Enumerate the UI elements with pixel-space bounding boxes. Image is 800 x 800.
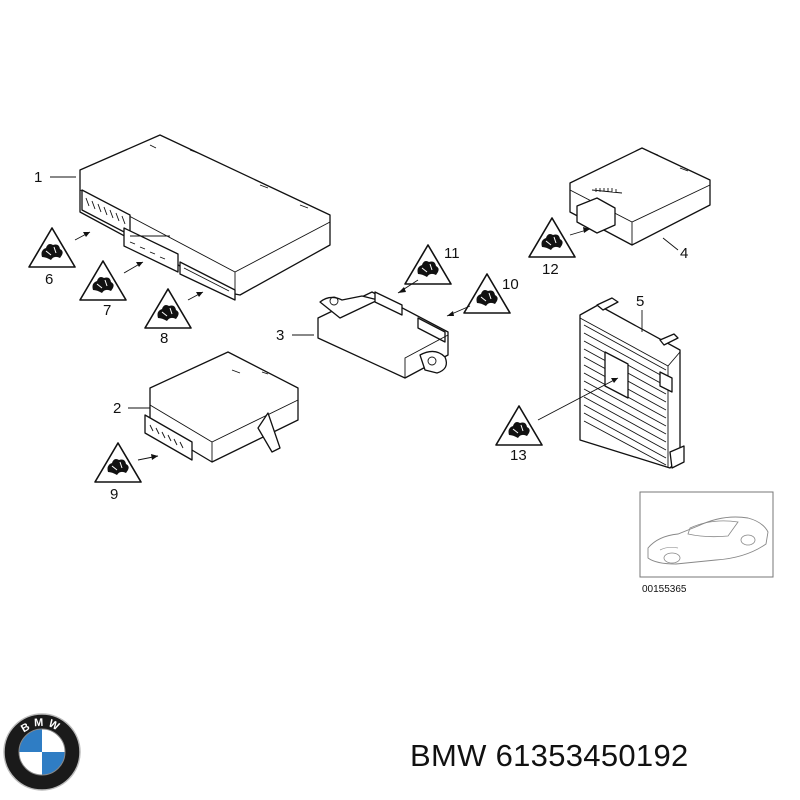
leader-4 xyxy=(662,237,679,251)
warning-icon-6 xyxy=(28,227,76,268)
warning-icon-9 xyxy=(94,442,142,483)
callout-12: 12 xyxy=(542,261,559,278)
callout-6: 6 xyxy=(45,271,53,288)
warning-icon-7 xyxy=(79,260,127,301)
bmw-logo: BMW xyxy=(3,713,81,791)
inset-reference-number: 00155365 xyxy=(642,584,687,595)
callout-8: 8 xyxy=(160,330,168,347)
callout-9: 9 xyxy=(110,486,118,503)
callout-10: 10 xyxy=(502,276,519,293)
warning-icon-12 xyxy=(528,217,576,258)
leader-13 xyxy=(537,377,619,421)
vehicle-inset xyxy=(639,491,774,578)
part-2-module xyxy=(144,351,299,463)
callout-7: 7 xyxy=(103,302,111,319)
warning-icon-13 xyxy=(495,405,543,446)
part-3-module xyxy=(317,291,449,379)
part-caption: BMW 61353450192 xyxy=(410,738,689,774)
part-1-control-module xyxy=(79,134,331,301)
callout-5: 5 xyxy=(636,293,644,310)
callout-13: 13 xyxy=(510,447,527,464)
callout-11: 11 xyxy=(444,245,460,262)
callout-3: 3 xyxy=(276,327,284,344)
brand-name: BMW xyxy=(410,738,487,773)
warning-icon-8 xyxy=(144,288,192,329)
part-4-module xyxy=(569,147,711,246)
callout-4: 4 xyxy=(680,245,688,262)
part-number: 61353450192 xyxy=(495,738,689,773)
callout-2: 2 xyxy=(113,400,121,417)
callout-1: 1 xyxy=(34,169,42,186)
part-5-finned-module xyxy=(579,297,685,469)
